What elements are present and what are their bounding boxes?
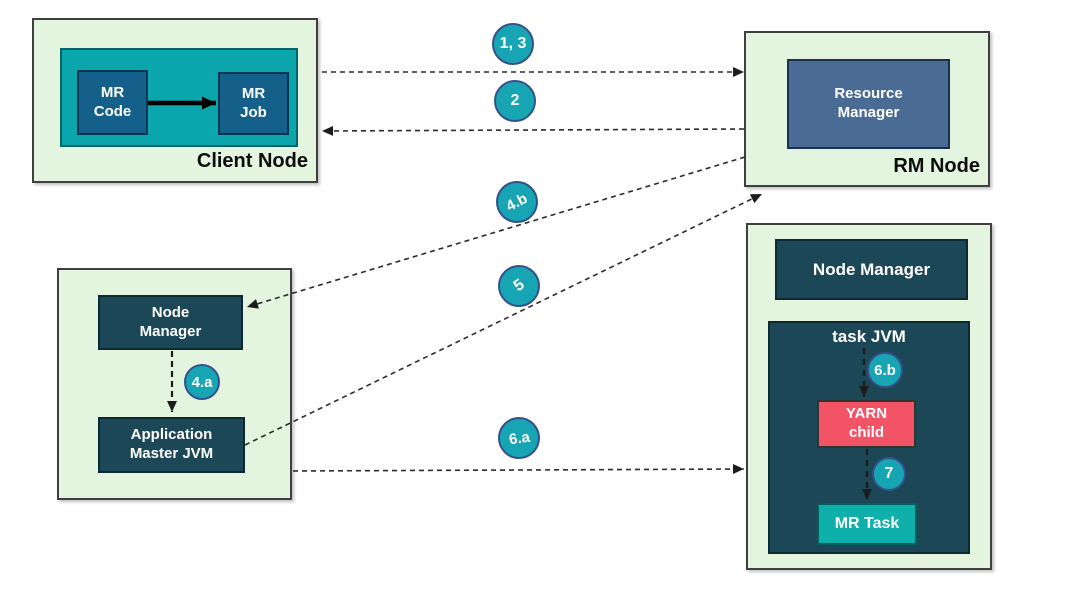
badge-step-4b-label: 4.b [503,189,531,215]
task-jvm-label: task JVM [832,327,906,346]
badge-step-2-label: 2 [510,92,520,109]
badge-step-2: 2 [494,80,536,122]
badge-step-1-3: 1, 3 [492,23,534,65]
mr-job-box: MR Job [218,72,289,135]
badge-step-4a: 4.a [184,364,220,400]
rm-node-label: RM Node [893,155,980,177]
badge-step-6a-label: 6.a [507,428,531,448]
badge-step-6a: 6.a [498,417,540,459]
badge-step-5: 5 [498,265,540,307]
yarn-child-box: YARN child [817,400,916,448]
badge-step-6b-label: 6.b [874,361,896,379]
badge-step-7: 7 [872,457,906,491]
client-node-label: Client Node [196,150,308,172]
badge-step-6b: 6.b [867,352,903,388]
node-manager-box-am: Node Manager [98,295,243,350]
arrow-step-4b [246,156,746,309]
badge-step-5-label: 5 [510,276,528,296]
arrow-step-5 [244,193,763,446]
resource-manager-box: Resource Manager [787,59,950,149]
badge-step-1-3-label: 1, 3 [499,35,527,52]
badge-step-7-label: 7 [884,465,894,482]
node-manager-box-task: Node Manager [775,239,968,300]
application-master-jvm-box: Application Master JVM [98,417,245,473]
badge-step-4a-label: 4.a [191,373,213,391]
arrow-step-2 [321,125,745,136]
arrow-step-6a [292,464,745,475]
mr-code-box: MR Code [77,70,148,135]
badge-step-4b: 4.b [496,181,538,223]
mr-task-box: MR Task [817,503,917,545]
